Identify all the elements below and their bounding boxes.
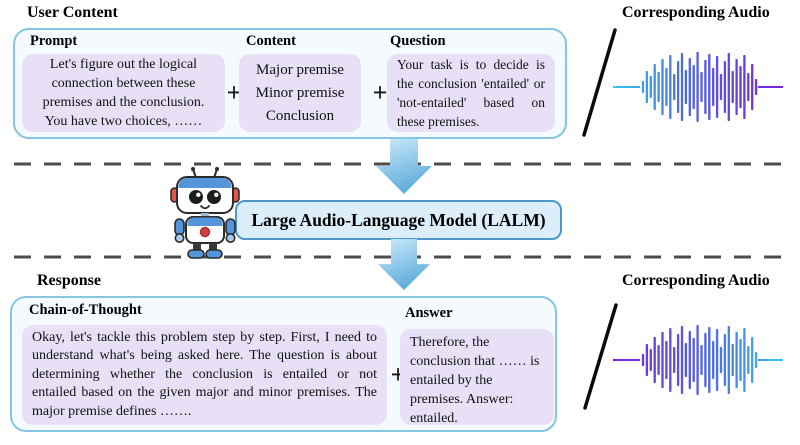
lalm-model-box: Large Audio-Language Model (LALM) (235, 200, 562, 240)
content-line: Minor premise (255, 84, 345, 101)
lalm-model-label: Large Audio-Language Model (LALM) (251, 209, 546, 230)
prompt-text: Let's figure out the logical connection … (42, 57, 205, 129)
user-content-title: User Content (27, 4, 118, 21)
down-arrow-icon-top (376, 139, 432, 194)
cot-bubble: Okay, let's tackle this problem step by … (22, 325, 387, 425)
answer-label: Answer (405, 305, 453, 321)
corresponding-audio-title-bottom: Corresponding Audio (622, 272, 770, 289)
question-text: Your task is to decide is the conclusion… (397, 57, 545, 129)
audio-waveform-icon-top (613, 51, 783, 123)
response-title: Response (37, 272, 102, 289)
plus-sign: + (372, 78, 388, 107)
plus-sign: + (226, 78, 242, 107)
user-content-box: Prompt Let's figure out the logical conn… (13, 28, 567, 139)
question-label: Question (390, 33, 446, 49)
cot-label: Chain-of-Thought (29, 302, 142, 318)
question-bubble: Your task is to decide is the conclusion… (387, 54, 555, 132)
response-box: Chain-of-Thought Okay, let's tackle this… (10, 296, 557, 432)
content-line: Major premise (256, 61, 344, 78)
answer-text: Therefore, the conclusion that …… is ent… (410, 335, 540, 426)
robot-icon (170, 167, 240, 259)
prompt-bubble: Let's figure out the logical connection … (22, 54, 225, 132)
slash-separator-top (582, 28, 617, 137)
content-line: Conclusion (265, 107, 335, 124)
content-bubble: Major premise Minor premise Conclusion (239, 54, 361, 132)
corresponding-audio-title-top: Corresponding Audio (622, 4, 770, 21)
prompt-label: Prompt (30, 33, 78, 49)
slash-separator-bottom (583, 303, 618, 410)
answer-bubble: Therefore, the conclusion that …… is ent… (400, 329, 554, 426)
cot-text: Okay, let's tackle this problem step by … (32, 329, 377, 419)
content-label: Content (246, 33, 296, 49)
down-arrow-icon-bottom (378, 239, 430, 291)
audio-waveform-icon-bottom (613, 324, 783, 396)
